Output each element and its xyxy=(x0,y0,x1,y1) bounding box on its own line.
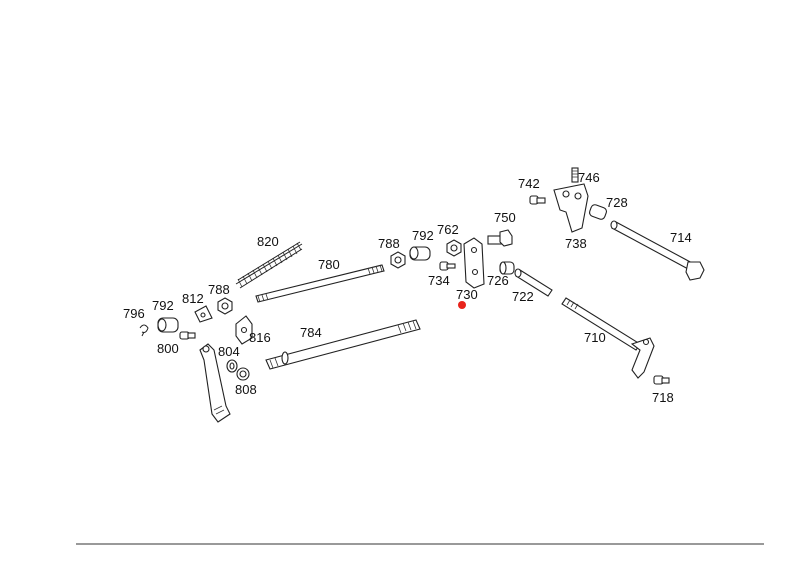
bracket-738 xyxy=(553,183,589,233)
shaft-722 xyxy=(514,268,553,297)
nut-788-right xyxy=(390,251,406,269)
label-714: 714 xyxy=(670,230,692,245)
label-788-right: 788 xyxy=(378,236,400,251)
lever-arm xyxy=(199,343,231,423)
pin-800 xyxy=(179,331,196,340)
label-762: 762 xyxy=(437,222,459,237)
screw-734 xyxy=(439,261,456,271)
shaft-714 xyxy=(610,220,705,281)
bushing-728 xyxy=(589,204,607,220)
label-784: 784 xyxy=(300,325,322,340)
label-816: 816 xyxy=(249,330,271,345)
label-792-right: 792 xyxy=(412,228,434,243)
bracket-812 xyxy=(194,305,213,323)
highlight-marker[interactable] xyxy=(458,301,466,309)
ring-808 xyxy=(236,367,250,381)
bolt-750 xyxy=(487,229,513,247)
label-804: 804 xyxy=(218,344,240,359)
label-820: 820 xyxy=(257,234,279,249)
nut-788-left xyxy=(217,297,233,315)
rod-780 xyxy=(255,264,385,303)
clip-796 xyxy=(139,324,149,337)
label-738: 738 xyxy=(565,236,587,251)
bracket-730 xyxy=(463,237,485,289)
label-792-left: 792 xyxy=(152,298,174,313)
label-812: 812 xyxy=(182,291,204,306)
label-730: 730 xyxy=(456,287,478,302)
bushing-792-right xyxy=(409,246,431,261)
bracket-816 xyxy=(235,315,253,345)
label-728: 728 xyxy=(606,195,628,210)
label-746: 746 xyxy=(578,170,600,185)
label-722: 722 xyxy=(512,289,534,304)
bushing-726 xyxy=(499,261,515,275)
label-788-left: 788 xyxy=(208,282,230,297)
label-718: 718 xyxy=(652,390,674,405)
label-726: 726 xyxy=(487,273,509,288)
label-800: 800 xyxy=(157,341,179,356)
label-808: 808 xyxy=(235,382,257,397)
label-734: 734 xyxy=(428,273,450,288)
shaft-710 xyxy=(561,297,655,379)
pin-742 xyxy=(529,195,546,205)
nut-762 xyxy=(446,239,462,257)
pin-746 xyxy=(571,167,579,183)
label-750: 750 xyxy=(494,210,516,225)
bushing-792-left xyxy=(157,317,179,333)
label-710: 710 xyxy=(584,330,606,345)
label-742: 742 xyxy=(518,176,540,191)
pin-718 xyxy=(653,375,670,385)
rod-784 xyxy=(265,319,421,370)
spring-820 xyxy=(235,241,303,289)
label-780: 780 xyxy=(318,257,340,272)
ring-804 xyxy=(226,359,238,373)
label-796: 796 xyxy=(123,306,145,321)
